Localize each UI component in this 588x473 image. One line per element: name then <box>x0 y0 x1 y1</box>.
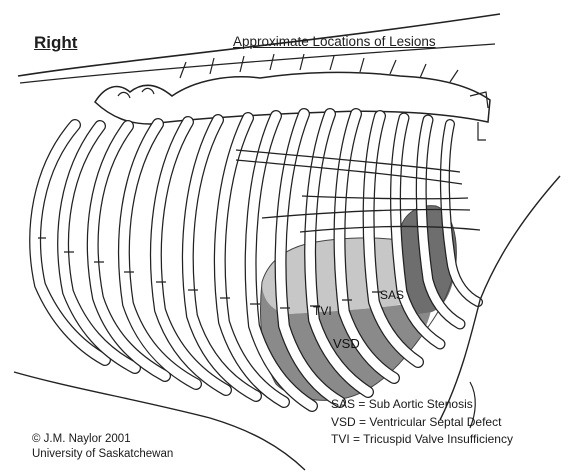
diagram-subtitle: Approximate Locations of Lesions <box>233 34 436 49</box>
legend-item-sas: SAS = Sub Aortic Stenosis <box>331 396 513 414</box>
legend-item-tvi: TVI = Tricuspid Valve Insufficiency <box>331 431 513 449</box>
sas-label: SAS <box>380 288 404 302</box>
abbreviation-legend: SAS = Sub Aortic Stenosis VSD = Ventricu… <box>331 396 513 449</box>
rib <box>445 124 478 302</box>
abdomen-outline <box>440 176 560 420</box>
side-title: Right <box>34 33 77 53</box>
legend-item-vsd: VSD = Ventricular Septal Defect <box>331 414 513 432</box>
vsd-label: VSD <box>333 336 360 351</box>
tvi-label: TVI <box>313 304 332 318</box>
copyright-credit: © J.M. Naylor 2001 University of Saskatc… <box>32 432 173 462</box>
credit-author: © J.M. Naylor 2001 <box>32 432 173 447</box>
credit-institution: University of Saskatchewan <box>32 447 173 462</box>
